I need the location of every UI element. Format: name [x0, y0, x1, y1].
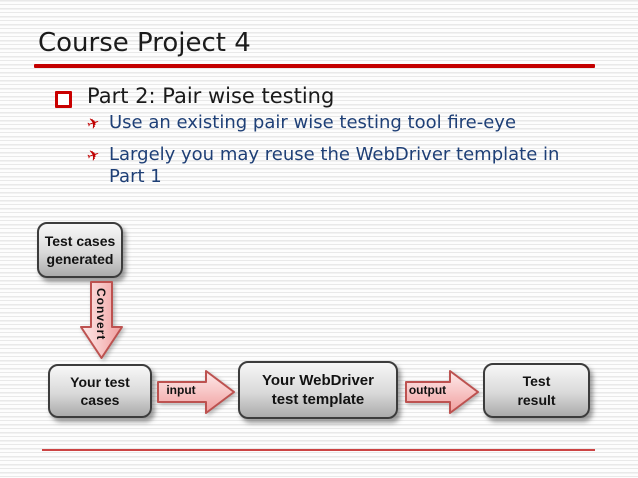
sub-bullet-item: ✈ Largely you may reuse the WebDriver te… — [85, 144, 599, 188]
box-label: Your WebDriver test template — [262, 371, 374, 409]
box-label: Test result — [517, 373, 556, 408]
box-your-webdriver-test-template: Your WebDriver test template — [238, 361, 398, 419]
box-label: Your test cases — [70, 373, 130, 408]
convert-arrow-label-wrap: Convert — [79, 288, 123, 340]
box-your-test-cases: Your test cases — [48, 364, 152, 418]
square-bullet-icon — [55, 91, 72, 108]
convert-down-arrow-icon: Convert — [79, 281, 123, 359]
box-test-cases-generated: Test cases generated — [37, 222, 123, 278]
page-title: Course Project 4 — [38, 28, 251, 58]
bullet-item: Part 2: Pair wise testing — [55, 84, 334, 108]
input-right-arrow-icon: input — [157, 370, 235, 414]
sub-bullet-text: Largely you may reuse the WebDriver temp… — [109, 144, 560, 187]
sub-bullet-item: ✈ Use an existing pair wise testing tool… — [85, 112, 599, 134]
input-arrow-label: input — [166, 383, 196, 397]
title-underline — [34, 64, 595, 68]
output-right-arrow-icon: output — [405, 370, 479, 414]
box-test-result: Test result — [483, 363, 590, 418]
footer-divider — [42, 449, 595, 451]
sub-bullet-list: ✈ Use an existing pair wise testing tool… — [85, 112, 599, 198]
output-arrow-label: output — [408, 383, 447, 397]
convert-arrow-label: Convert — [94, 288, 108, 341]
sub-bullet-text: Use an existing pair wise testing tool f… — [109, 112, 517, 133]
bullet-text: Part 2: Pair wise testing — [87, 84, 335, 108]
box-label: Test cases generated — [44, 232, 116, 267]
